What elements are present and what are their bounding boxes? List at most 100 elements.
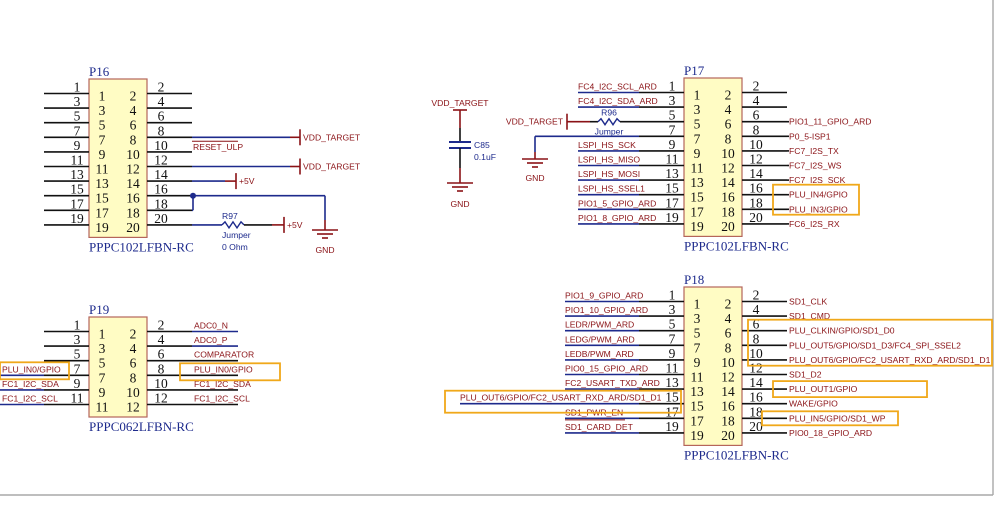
- pin-number-outer: 9: [669, 346, 676, 361]
- highlight-box-plu-in5: [761, 410, 899, 427]
- pin-number-inner: 8: [725, 131, 732, 146]
- pin-number-inner: 11: [96, 162, 109, 177]
- net-label: PIO0_18_GPIO_ARD: [789, 428, 872, 438]
- net-label: LSPI_HS_SCK: [578, 140, 636, 150]
- connector-body: [683, 286, 743, 446]
- power-label-gnd: GND: [315, 245, 334, 255]
- net-label: LSPI_HS_MISO: [578, 155, 640, 165]
- pin-number-inner: 19: [690, 428, 704, 443]
- pin-number-inner: 19: [95, 220, 109, 235]
- pin-number-outer: 12: [154, 153, 168, 168]
- pin-number-inner: 4: [130, 103, 137, 118]
- net-label: PLU_IN0/GPIO: [194, 364, 253, 374]
- pin-number-inner: 9: [694, 355, 701, 370]
- net-label: PLU_OUT6/GPIO/FC2_USART_RXD_ARD/SD1_D1: [789, 355, 991, 365]
- pin-number-inner: 10: [126, 147, 140, 162]
- c85-ref: C85: [474, 140, 490, 150]
- pin-number-outer: 9: [669, 137, 676, 152]
- pin-number-outer: 14: [749, 166, 763, 181]
- pin-number-outer: 7: [669, 331, 676, 346]
- pin-number-inner: 6: [725, 117, 732, 132]
- pin-number-outer: 12: [749, 361, 763, 376]
- net-label: PIO1_9_GPIO_ARD: [565, 291, 643, 301]
- power-label-gnd: GND: [450, 199, 469, 209]
- pin-number-inner: 1: [694, 88, 701, 103]
- pin-number-inner: 15: [95, 191, 109, 206]
- pin-number-inner: 15: [690, 399, 704, 414]
- highlight-box-plu-in0-left: [0, 361, 70, 381]
- pin-number-outer: 17: [665, 195, 679, 210]
- pin-number-outer: 19: [665, 419, 679, 434]
- resistor-r96-icon: [597, 117, 621, 126]
- pin-number-outer: 10: [154, 138, 168, 153]
- net-label: PIO1_11_GPIO_ARD: [789, 117, 871, 127]
- resistor-r97-icon: [221, 220, 245, 230]
- pin-number-outer: 9: [74, 376, 81, 391]
- pin-number-inner: 9: [99, 385, 106, 400]
- pin-number-outer: 20: [749, 419, 763, 434]
- connector-body: [683, 77, 743, 237]
- pin-number-inner: 13: [690, 384, 704, 399]
- pin-number-inner: 1: [99, 327, 106, 342]
- pin-number-outer: 8: [158, 361, 165, 376]
- pin-number-outer: 12: [749, 152, 763, 167]
- power-label-vdd-target: VDD_TARGET: [303, 162, 361, 172]
- connector-ref: P16: [89, 64, 110, 79]
- pin-number-inner: 20: [721, 219, 735, 234]
- pin-number-inner: 6: [725, 326, 732, 341]
- net-label: LEDR/PWM_ARD: [565, 320, 634, 330]
- pin-number-outer: 15: [665, 390, 679, 405]
- pin-number-inner: 5: [694, 326, 701, 341]
- pin-number-outer: 4: [158, 332, 165, 347]
- pin-number-outer: 11: [666, 152, 679, 167]
- pin-number-inner: 3: [99, 341, 106, 356]
- net-label: PIO1_5_GPIO_ARD: [578, 198, 656, 208]
- pin-number-outer: 20: [749, 210, 763, 225]
- pin-number-outer: 19: [665, 210, 679, 225]
- connector-body: [88, 78, 148, 238]
- net-label: FC7_I2S_SCK: [789, 175, 846, 185]
- pin-number-inner: 18: [126, 205, 140, 220]
- net-label: PLU_IN3/GPIO: [789, 204, 848, 214]
- power-label-5v: +5V: [239, 176, 255, 186]
- pin-number-inner: 7: [694, 340, 701, 355]
- net-label: ADC0_P: [194, 335, 228, 345]
- pin-number-outer: 10: [154, 376, 168, 391]
- net-label: P0_5-ISP1: [789, 131, 831, 141]
- net-label: PLU_IN5/GPIO/SD1_WP: [789, 413, 886, 423]
- net-label: SD1_CARD_DET: [565, 422, 634, 432]
- r97-value2: 0 Ohm: [222, 242, 248, 252]
- net-label: FC1_I2C_SDA: [2, 379, 59, 389]
- pin-number-outer: 11: [666, 361, 679, 376]
- pin-number-inner: 7: [99, 370, 106, 385]
- pin-number-inner: 13: [690, 175, 704, 190]
- pin-number-outer: 15: [665, 181, 679, 196]
- connector-body: [88, 316, 148, 418]
- net-label: PLU_OUT5/GPIO/SD1_D3/FC4_SPI_SSEL2: [789, 340, 961, 350]
- net-label: LSPI_HS_SSEL1: [578, 184, 645, 194]
- connector-part-number: PPPC062LFBN-RC: [89, 419, 194, 434]
- pin-number-inner: 16: [721, 190, 735, 205]
- pin-number-outer: 7: [74, 123, 81, 138]
- pin-number-outer: 16: [154, 182, 168, 197]
- pin-number-inner: 4: [725, 102, 732, 117]
- pin-number-inner: 17: [95, 205, 109, 220]
- net-label: PLU_OUT1/GPIO: [789, 384, 858, 394]
- net-label: SD1_D2: [789, 370, 822, 380]
- pin-number-inner: 20: [721, 428, 735, 443]
- connector-part-number: PPPC102LFBN-RC: [684, 447, 789, 462]
- pin-number-outer: 6: [753, 317, 760, 332]
- pin-number-outer: 5: [669, 108, 676, 123]
- pin-number-inner: 17: [690, 413, 704, 428]
- pin-number-outer: 5: [74, 347, 81, 362]
- highlight-box-plu-out-group: [747, 318, 993, 367]
- pin-number-outer: 7: [669, 122, 676, 137]
- pin-number-outer: 1: [669, 79, 676, 94]
- pin-number-inner: 11: [691, 161, 704, 176]
- pin-number-outer: 17: [70, 196, 84, 211]
- pin-number-inner: 18: [721, 204, 735, 219]
- pin-number-inner: 6: [130, 356, 137, 371]
- pin-number-outer: 1: [669, 288, 676, 303]
- connector-part-number: PPPC102LFBN-RC: [89, 239, 194, 254]
